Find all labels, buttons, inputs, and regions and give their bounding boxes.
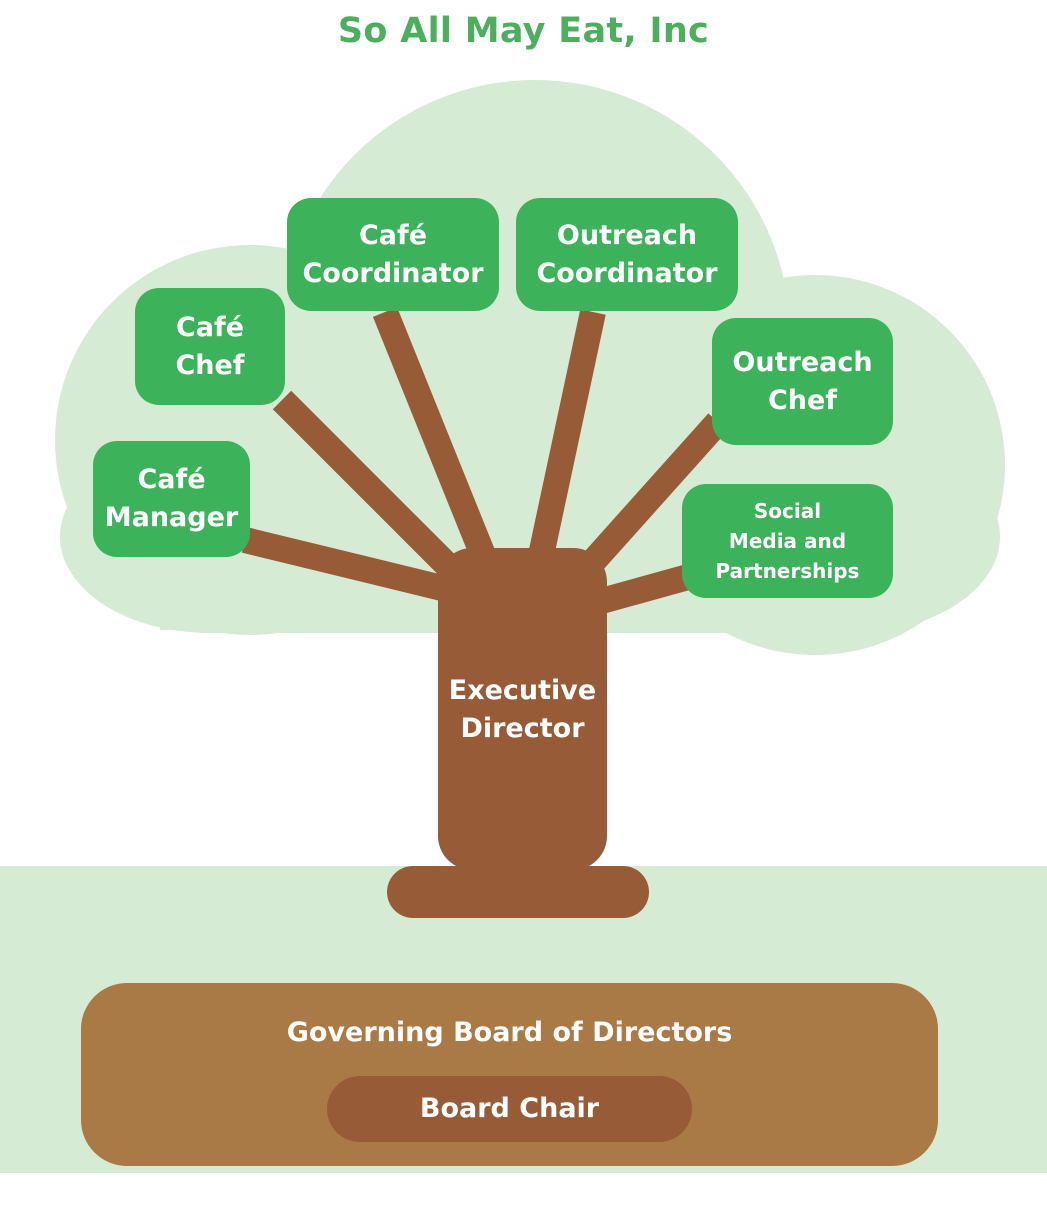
branch-social-media bbox=[594, 564, 692, 615]
tree-branches bbox=[241, 307, 728, 615]
role-cafe-manager-line-1: Café bbox=[137, 464, 206, 495]
tree-root-base bbox=[387, 866, 649, 918]
role-cafe-manager-line-2: Manager bbox=[104, 502, 239, 533]
role-outreach-chef-line-1: Outreach bbox=[732, 346, 873, 378]
role-executive-director: Executive Director bbox=[438, 660, 607, 760]
role-cafe-manager: Café Manager bbox=[93, 441, 250, 557]
governing-board-label: Governing Board of Directors bbox=[286, 1017, 733, 1048]
branch-outreach-coordinator bbox=[527, 309, 606, 563]
role-cafe-chef-line-2: Chef bbox=[175, 349, 245, 381]
role-outreach-chef: Outreach Chef bbox=[712, 318, 893, 445]
board-panel bbox=[81, 983, 938, 1166]
role-outreach-coordinator: Outreach Coordinator bbox=[516, 198, 738, 311]
tree-trunk bbox=[438, 548, 607, 870]
role-executive-director-line-1: Executive bbox=[448, 675, 597, 706]
role-cafe-coordinator-line-1: Café bbox=[358, 219, 428, 251]
role-outreach-coordinator-line-1: Outreach bbox=[556, 219, 698, 251]
role-social-media-line-2: Media and bbox=[728, 529, 847, 553]
role-cafe-chef-line-1: Café bbox=[175, 311, 245, 343]
role-outreach-chef-line-2: Chef bbox=[767, 384, 838, 416]
role-social-media-line-1: Social bbox=[753, 499, 822, 523]
branch-cafe-coordinator bbox=[372, 307, 498, 565]
role-executive-director-line-2: Director bbox=[460, 713, 585, 744]
role-outreach-coordinator-line-2: Coordinator bbox=[536, 257, 718, 289]
diagram-title: So All May Eat, Inc bbox=[337, 11, 710, 51]
role-social-media-line-3: Partnerships bbox=[715, 559, 860, 583]
branch-cafe-manager bbox=[241, 527, 454, 603]
branch-cafe-chef bbox=[272, 390, 462, 580]
role-social-media-partnerships: Social Media and Partnerships bbox=[682, 484, 893, 598]
branch-outreach-chef bbox=[580, 413, 728, 574]
role-cafe-coordinator: Café Coordinator bbox=[287, 198, 499, 311]
board-chair-box: Board Chair bbox=[327, 1076, 692, 1142]
role-cafe-chef: Café Chef bbox=[135, 288, 285, 405]
role-cafe-coordinator-line-2: Coordinator bbox=[302, 257, 484, 289]
